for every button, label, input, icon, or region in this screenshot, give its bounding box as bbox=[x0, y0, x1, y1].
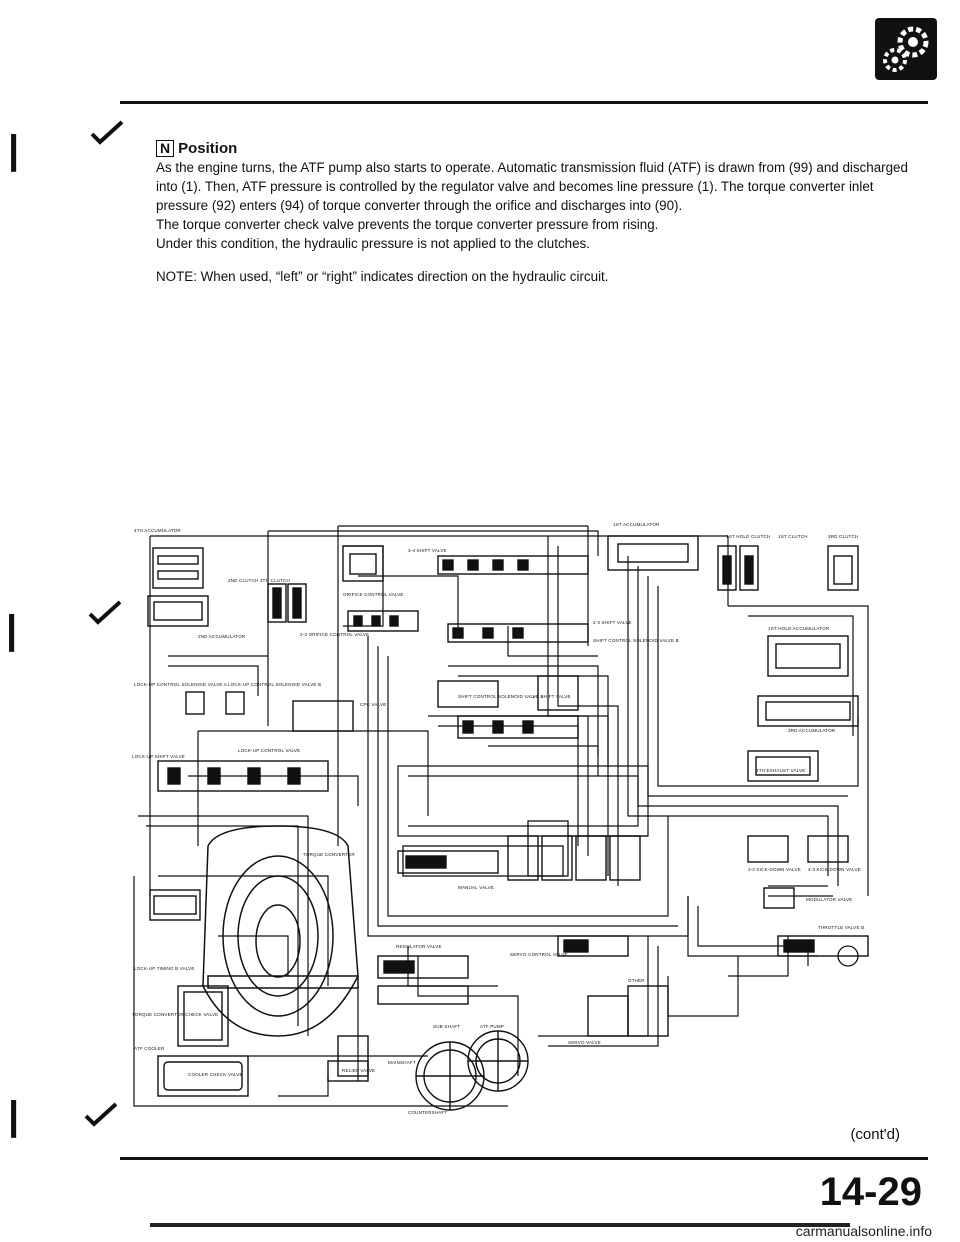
hydraulic-circuit-diagram: 4TH ACCUMULATOR 2ND CLUTCH 4TH CLUTCH 3-… bbox=[128, 516, 888, 1118]
label-4th-accumulator: 4TH ACCUMULATOR bbox=[134, 528, 181, 533]
label-4th-exhaust-valve: 4TH EXHAUST VALVE bbox=[756, 768, 805, 773]
note-text: NOTE: When used, “left” or “right” indic… bbox=[156, 269, 609, 284]
label-atf-cooler: ATF COOLER bbox=[134, 1046, 165, 1051]
check-mark-icon bbox=[84, 1102, 118, 1133]
torque-converter bbox=[202, 825, 359, 1037]
position-indicator: N bbox=[156, 140, 175, 157]
label-regulator-valve: REGULATOR VALVE bbox=[396, 944, 442, 949]
label-servo-valve: SERVO VALVE bbox=[568, 1040, 601, 1045]
label-3-4-shift-valve: 3-4 SHIFT VALVE bbox=[408, 548, 447, 553]
description-paragraph: The torque converter check valve prevent… bbox=[156, 217, 659, 232]
diagram-labels: 4TH ACCUMULATOR 2ND CLUTCH 4TH CLUTCH 3-… bbox=[132, 522, 864, 1115]
label-servo-control-valve: SERVO CONTROL VALVE bbox=[510, 952, 568, 957]
label-lock-up-control-solenoid-b: LOCK-UP CONTROL SOLENOID VALVE B bbox=[228, 682, 321, 687]
label-torque-converter: TORQUE CONVERTER bbox=[303, 852, 355, 857]
label-3-2-kick-down-valve: 3-2 KICK-DOWN VALVE bbox=[748, 867, 801, 872]
check-mark-icon bbox=[88, 600, 122, 631]
label-atf-pump: ATF PUMP bbox=[480, 1024, 504, 1029]
continued-marker: (cont'd) bbox=[850, 1126, 900, 1143]
atf-pump bbox=[415, 1030, 529, 1111]
bottom-scan-bar bbox=[150, 1223, 850, 1227]
label-lock-up-control-solenoid-a: LOCK-UP CONTROL SOLENOID VALVE A bbox=[134, 682, 227, 687]
label-3rd-accumulator: 3RD ACCUMULATOR bbox=[788, 728, 836, 733]
label-1st-hold-clutch: 1ST HOLD CLUTCH bbox=[726, 534, 770, 539]
margin-tick-top: | bbox=[8, 128, 20, 172]
transmission-gear-icon bbox=[875, 18, 937, 80]
watermark: carmanualsonline.info bbox=[795, 1223, 932, 1239]
label-lock-up-control-valve: LOCK-UP CONTROL VALVE bbox=[238, 748, 300, 753]
page-number: 14-29 bbox=[819, 1170, 922, 1214]
header-rule bbox=[120, 101, 928, 104]
label-throttle-valve-b: THROTTLE VALVE B bbox=[818, 925, 864, 930]
label-manual-valve: MANUAL VALVE bbox=[458, 885, 494, 890]
footer-rule bbox=[120, 1157, 928, 1160]
label-2nd-accumulator: 2ND ACCUMULATOR bbox=[198, 634, 246, 639]
label-1st-clutch: 1ST CLUTCH bbox=[778, 534, 808, 539]
label-torque-converter-check-valve: TORQUE CONVERTER CHECK VALVE bbox=[132, 1012, 218, 1017]
valve-bodies bbox=[147, 535, 869, 1097]
label-countershaft: COUNTERSHAFT bbox=[408, 1110, 447, 1115]
margin-tick-middle: | bbox=[6, 608, 18, 652]
label-lock-up-shift-valve: LOCK-UP SHIFT VALVE bbox=[132, 754, 185, 759]
section-title: Position bbox=[178, 140, 238, 157]
label-modulator-valve: MODULATOR VALVE bbox=[806, 897, 852, 902]
circuit-lines bbox=[133, 525, 869, 1107]
label-other: OTHER bbox=[628, 978, 645, 983]
label-shift-control-solenoid-b: SHIFT CONTROL SOLENOID VALVE B bbox=[593, 638, 679, 643]
margin-tick-bottom: | bbox=[8, 1094, 20, 1138]
manual-valve-assembly bbox=[402, 820, 859, 967]
label-3rd-clutch: 3RD CLUTCH bbox=[828, 534, 859, 539]
label-lock-up-timing-b-valve: LOCK-UP TIMING B VALVE bbox=[134, 966, 195, 971]
label-2-3-orifice-control-valve: 2-3 ORIFICE CONTROL VALVE bbox=[300, 632, 369, 637]
label-2-3-shift-valve: 2-3 SHIFT VALVE bbox=[593, 620, 632, 625]
label-cpc-valve: CPC VALVE bbox=[360, 702, 386, 707]
label-2nd-4th-clutch: 2ND CLUTCH 4TH CLUTCH bbox=[228, 578, 290, 583]
label-orifice-control-valve: ORIFICE CONTROL VALVE bbox=[343, 592, 404, 597]
label-1-2-shift-valve: 1-2 SHIFT VALVE bbox=[532, 694, 571, 699]
label-sub-shaft: SUB-SHAFT bbox=[433, 1024, 460, 1029]
label-shift-control-solenoid-a: SHIFT CONTROL SOLENOID VALVE A bbox=[458, 694, 544, 699]
label-1st-accumulator: 1ST ACCUMULATOR bbox=[613, 522, 660, 527]
label-1st-hold-accumulator: 1ST HOLD ACCUMULATOR bbox=[768, 626, 830, 631]
description-paragraph: As the engine turns, the ATF pump also s… bbox=[156, 160, 908, 213]
description-paragraph: Under this condition, the hydraulic pres… bbox=[156, 236, 590, 251]
label-relief-valve: RELIEF VALVE bbox=[342, 1068, 375, 1073]
check-mark-icon bbox=[90, 120, 124, 151]
label-4-3-kick-down-valve: 4-3 KICK-DOWN VALVE bbox=[808, 867, 861, 872]
label-mainshaft: MAINSHAFT bbox=[388, 1060, 416, 1065]
label-cooler-check-valve: COOLER CHECK VALVE bbox=[188, 1072, 243, 1077]
